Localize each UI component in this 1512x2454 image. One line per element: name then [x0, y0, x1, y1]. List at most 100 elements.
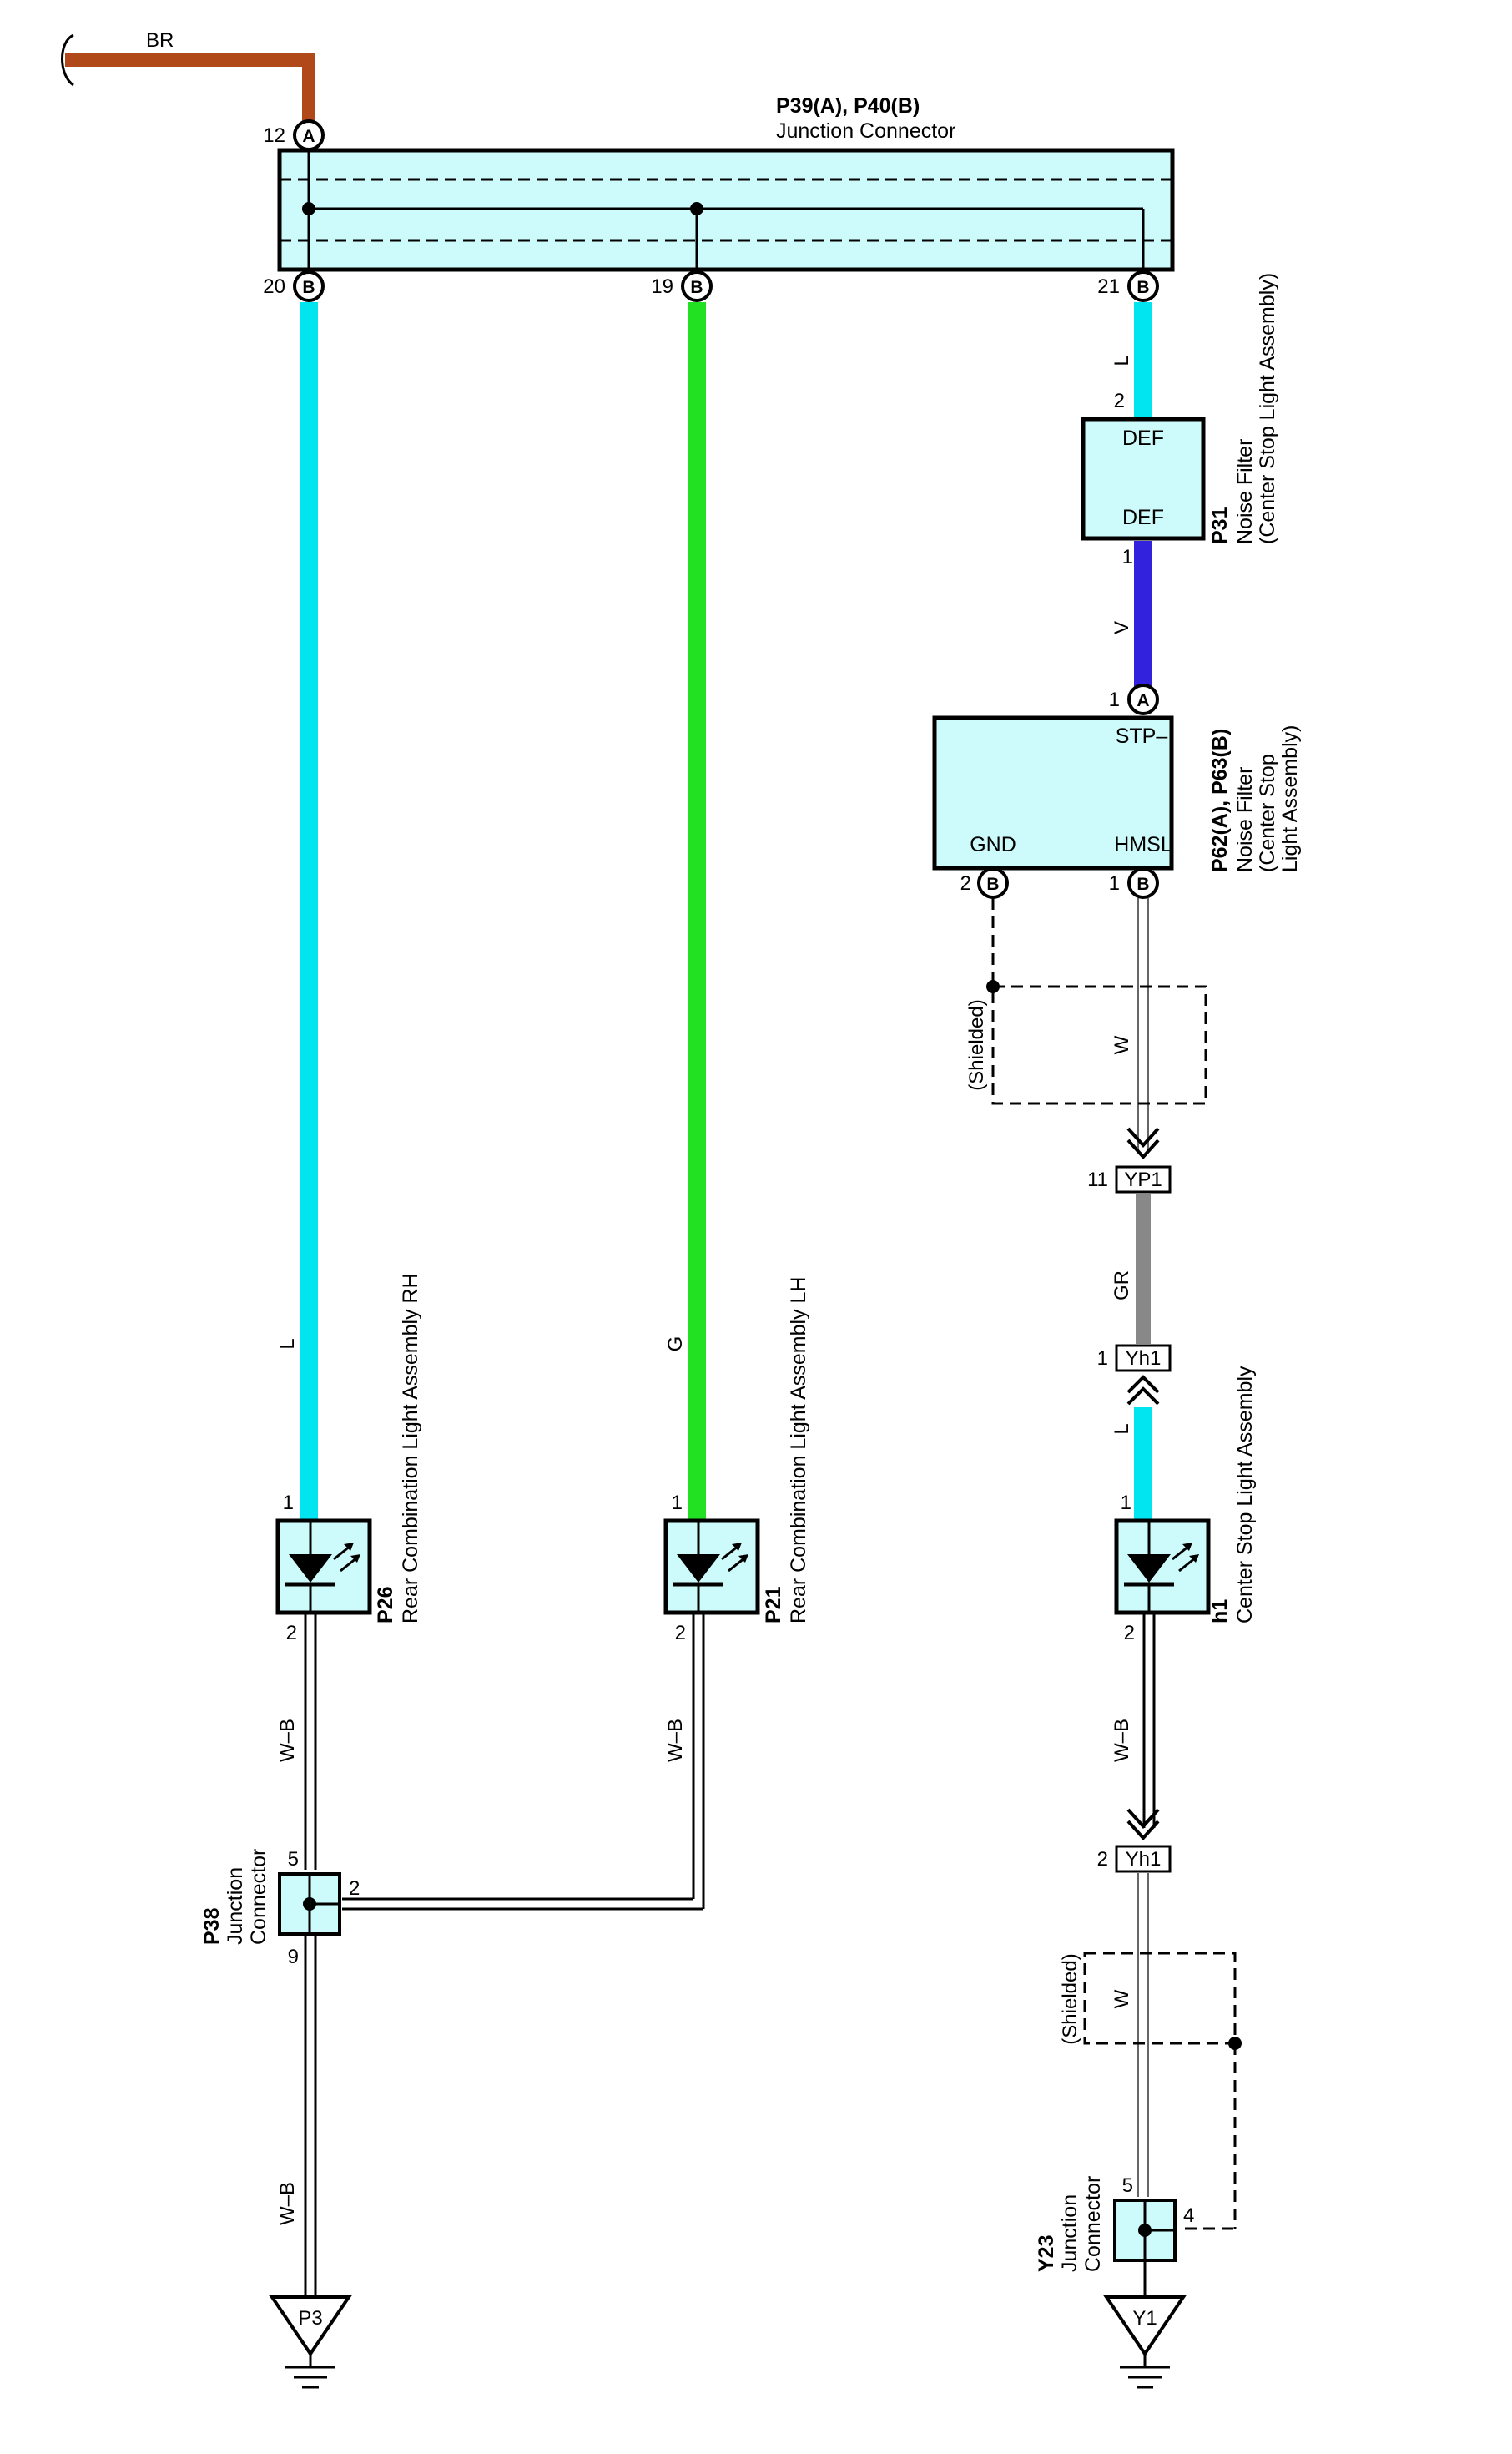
- p26-name: Rear Combination Light Assembly RH: [399, 1273, 422, 1623]
- svg-text:A: A: [1137, 691, 1149, 710]
- light-h1: 1 2 h1 Center Stop Light Assembly: [1114, 1366, 1257, 1644]
- wire-wb-lh: W–B: [342, 1613, 705, 1911]
- p31-box: [1081, 417, 1206, 541]
- connector-yp1: YP1 11: [1087, 1127, 1172, 1194]
- p21-pin2: 2: [675, 1622, 686, 1644]
- yh1-bottom-pin: 2: [1097, 1848, 1108, 1871]
- pin-number: 1: [1109, 689, 1120, 711]
- h1-name: Center Stop Light Assembly: [1233, 1366, 1257, 1623]
- wire-l-right-upper-label: L: [1111, 355, 1133, 366]
- h1-id: h1: [1208, 1599, 1232, 1623]
- p38-pin9: 9: [288, 1946, 299, 1968]
- wire-w1-label: W: [1111, 1035, 1133, 1054]
- connector-name: Junction Connector: [776, 119, 955, 143]
- svg-text:B: B: [986, 875, 999, 894]
- p31-label: P31: [1208, 507, 1232, 544]
- terminal-p62-1a: A 1: [1109, 684, 1159, 715]
- yp1-pin: 11: [1087, 1169, 1108, 1191]
- y23-name-2: Connector: [1081, 2176, 1105, 2272]
- p38-pin2: 2: [349, 1877, 360, 1900]
- terminal-20-b: B 20: [263, 270, 325, 302]
- p62-name-3: Light Assembly): [1278, 725, 1302, 872]
- pin-number: 12: [263, 124, 285, 147]
- yp1-label: YP1: [1124, 1169, 1162, 1191]
- p62-id: P62(A), P63(B): [1208, 729, 1232, 872]
- shield-1: (Shielded) W: [965, 898, 1207, 1105]
- p21-box: [663, 1518, 760, 1615]
- terminal-12-a: A 12: [263, 119, 325, 151]
- yh1-bottom-label: Yh1: [1126, 1848, 1162, 1871]
- ground-p3-label: P3: [298, 2307, 322, 2330]
- br-wire-label: BR: [146, 29, 174, 52]
- h1-pin2: 2: [1124, 1622, 1135, 1644]
- p21-name: Rear Combination Light Assembly LH: [787, 1277, 810, 1623]
- p31-id: P31: [1208, 507, 1232, 544]
- light-p26: 1 2 P26 Rear Combination Light Assembly …: [275, 1273, 422, 1644]
- p31-term-top: DEF: [1122, 427, 1164, 450]
- wire-w2-label: W: [1111, 1989, 1133, 2008]
- light-p21: 1 2 P21 Rear Combination Light Assembly …: [663, 1277, 810, 1644]
- y23-id: Y23: [1035, 2235, 1058, 2272]
- connector-id: P39(A), P40(B): [776, 94, 920, 118]
- p62-term-hmsl: HMSL: [1114, 833, 1172, 856]
- p31-name-1: Noise Filter: [1233, 439, 1257, 544]
- wire-v-label: V: [1111, 621, 1133, 634]
- p21-id: P21: [762, 1586, 785, 1623]
- p38-pin5: 5: [288, 1848, 299, 1871]
- p38-name-2: Connector: [247, 1849, 270, 1945]
- y23-name-1: Junction: [1058, 2194, 1081, 2272]
- wire-w-hmsl: [1137, 898, 1149, 1150]
- svg-text:A: A: [302, 127, 315, 146]
- h1-box: [1114, 1518, 1211, 1615]
- wire-gr-label: GR: [1111, 1270, 1133, 1300]
- shielded-label-2: (Shielded): [1059, 1953, 1081, 2044]
- wire-wb-h1: W–B: [1111, 1613, 1156, 1828]
- p31-pin-bottom: 1: [1122, 546, 1133, 568]
- wire-wb-p38-bottom: W–B: [276, 1934, 317, 2297]
- wire-l-lower-label: L: [1111, 1423, 1133, 1434]
- connector-yh1-bottom: Yh1 2: [1097, 1808, 1172, 1873]
- ground-y1-icon: Y1: [1103, 2295, 1187, 2389]
- p26-pin2: 2: [286, 1622, 297, 1644]
- p62-name-2: (Center Stop: [1256, 754, 1279, 872]
- yh1-top-pin: 1: [1097, 1347, 1108, 1370]
- h1-pin1: 1: [1121, 1492, 1131, 1514]
- svg-text:B: B: [302, 278, 315, 297]
- terminal-21-b: B 21: [1097, 270, 1159, 302]
- terminal-p62-hmsl: B 1: [1109, 867, 1159, 899]
- ground-y1-label: Y1: [1132, 2307, 1157, 2330]
- p38-name-1: Junction: [224, 1867, 247, 1945]
- pin-number: 19: [651, 275, 673, 298]
- br-wire-line: [65, 53, 315, 134]
- p26-id: P26: [374, 1587, 397, 1623]
- p31-term-bottom: DEF: [1122, 506, 1164, 529]
- p38-id: P38: [200, 1907, 224, 1945]
- wire-w-y23: [1137, 1873, 1149, 2197]
- p62-term-stp: STP–: [1116, 725, 1168, 748]
- yh1-top-label: Yh1: [1126, 1347, 1162, 1370]
- br-wire: BR: [61, 29, 315, 134]
- pin-number: 20: [263, 275, 285, 298]
- p62-term-gnd: GND: [970, 833, 1016, 856]
- noise-filter-p62-p63: STP– GND HMSL P62(A), P63(B) Noise Filte…: [932, 715, 1302, 872]
- wire-wb-rh-label: W–B: [276, 1719, 299, 1762]
- wire-g-lh-label: G: [664, 1336, 687, 1352]
- wire-wb-p38-label: W–B: [276, 2182, 299, 2225]
- p21-pin1: 1: [672, 1492, 683, 1514]
- junction-connector-p39-p40: P39(A), P40(B) Junction Connector: [277, 94, 1175, 286]
- terminal-19-b: B 19: [651, 270, 713, 302]
- wire-l-rh-label: L: [276, 1338, 299, 1349]
- svg-text:B: B: [1137, 875, 1149, 894]
- junction-connector-y23: 5 4 Y23 Junction Connector: [1035, 2174, 1194, 2272]
- pin-number: 2: [960, 872, 971, 895]
- p31-name-2: (Center Stop Light Assembly): [1256, 273, 1279, 544]
- ground-p3-icon: P3: [269, 2295, 352, 2389]
- pin-number: 21: [1097, 275, 1120, 298]
- shielded-label-1: (Shielded): [965, 999, 988, 1090]
- wire-wb-lh-label: W–B: [664, 1719, 687, 1762]
- y23-pin4: 4: [1183, 2204, 1194, 2227]
- p26-box: [275, 1518, 372, 1615]
- wire-wb-rh: W–B: [276, 1613, 317, 1870]
- y23-pin5: 5: [1122, 2174, 1133, 2197]
